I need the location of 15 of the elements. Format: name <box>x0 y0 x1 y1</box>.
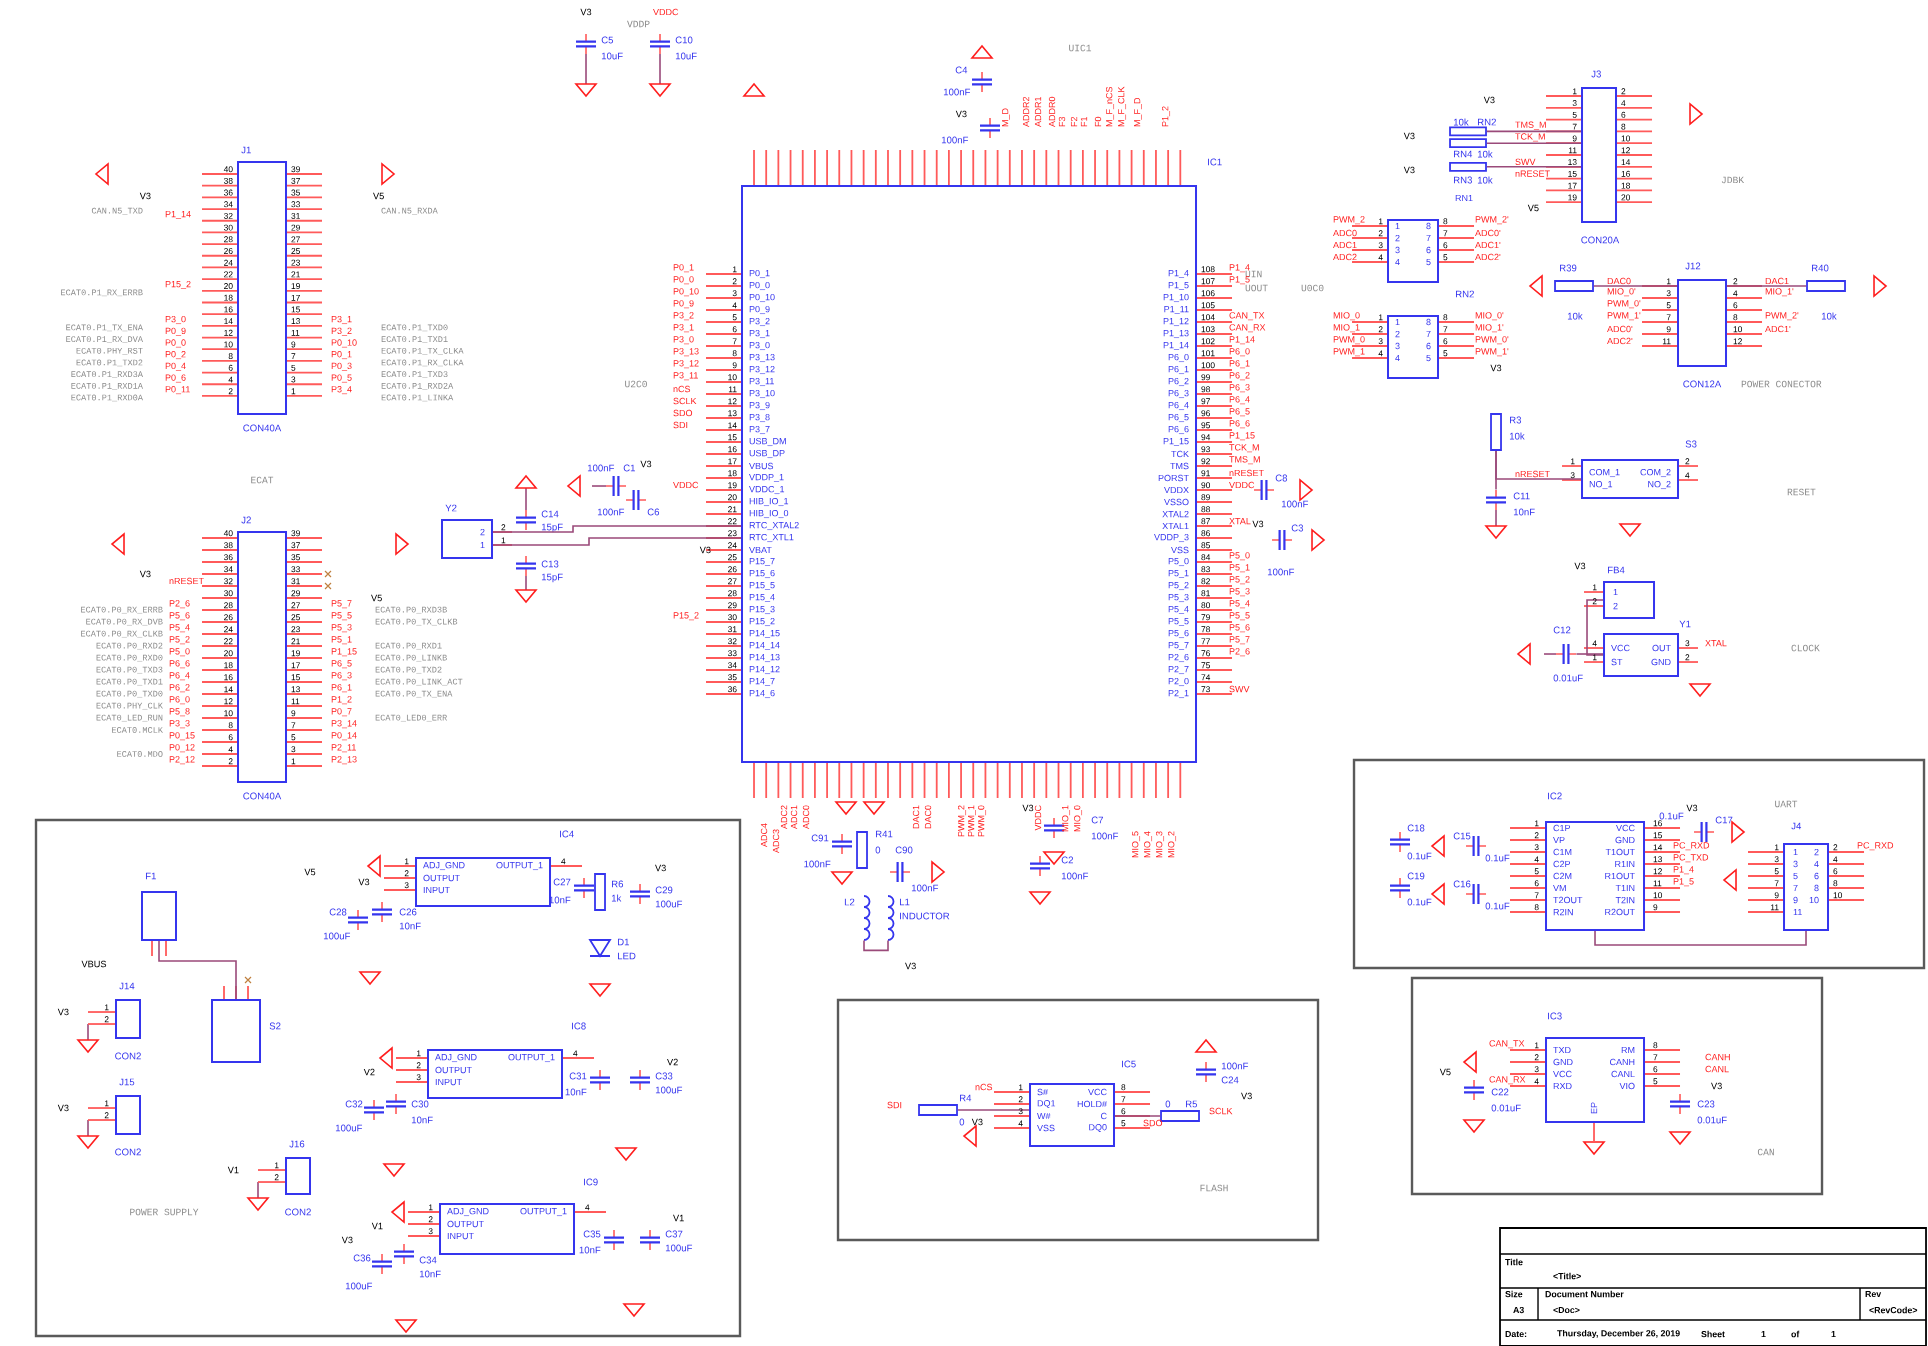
wire <box>1495 450 1582 480</box>
wire <box>1586 599 1604 656</box>
wire <box>863 939 889 952</box>
wire <box>492 525 742 533</box>
wire <box>1486 142 1582 144</box>
wire <box>492 537 742 546</box>
wire <box>1726 285 1807 287</box>
wire <box>1575 653 1604 655</box>
wire <box>957 1109 1030 1111</box>
wire <box>1114 1115 1161 1117</box>
wire <box>1594 930 1807 946</box>
wire <box>1486 166 1582 168</box>
wire <box>1593 285 1678 287</box>
wire <box>158 940 237 1000</box>
wire <box>1486 130 1582 133</box>
